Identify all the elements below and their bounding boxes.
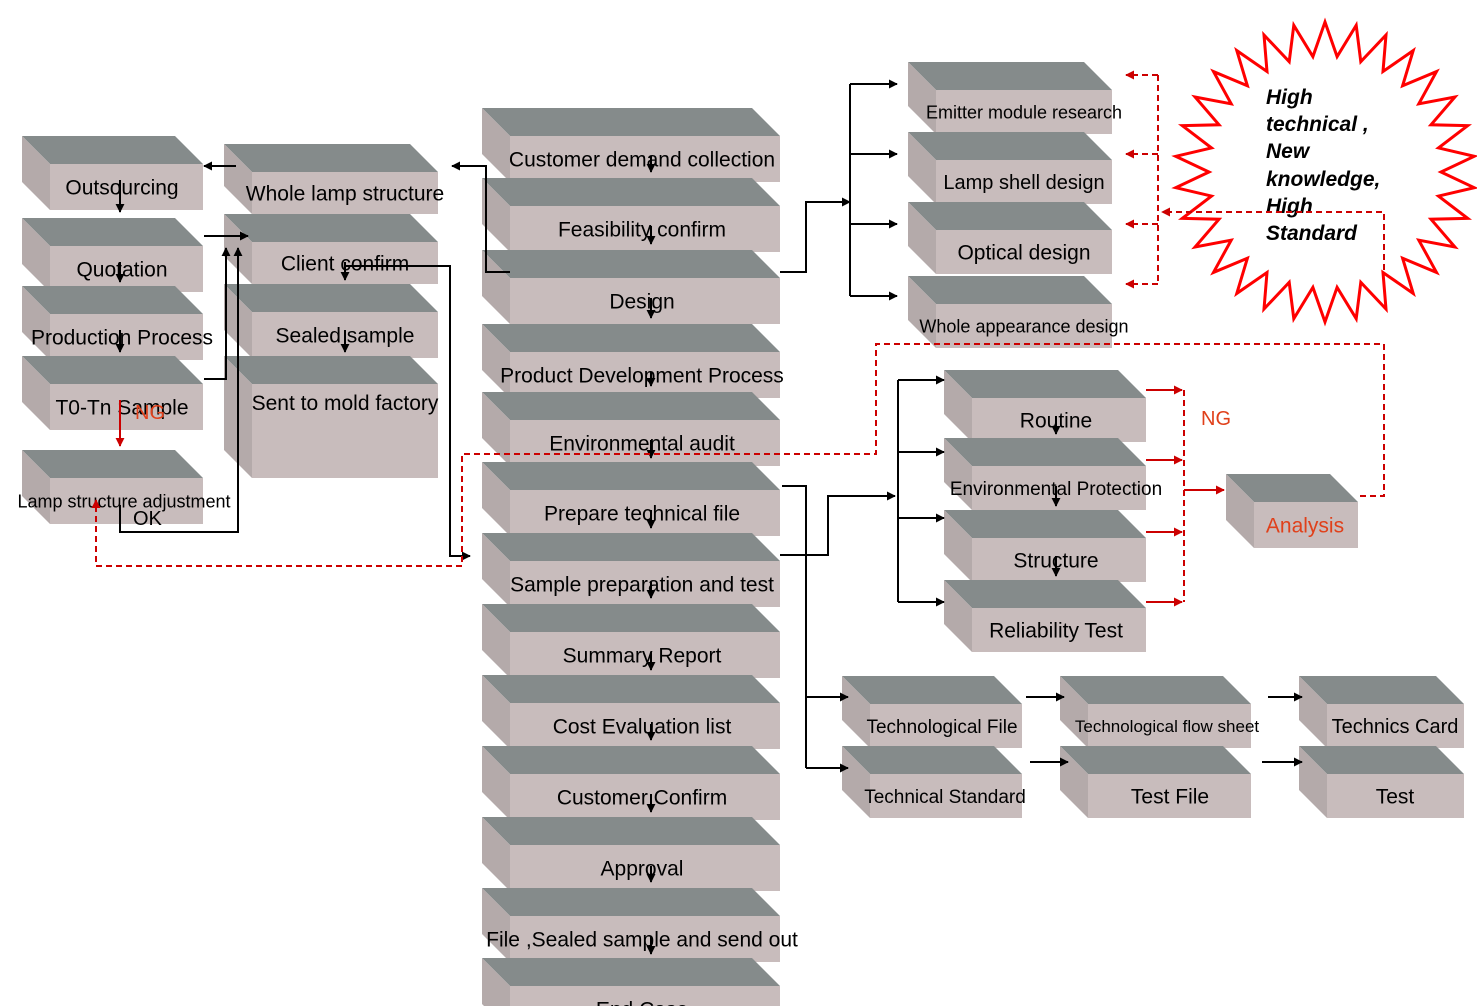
design-step-3: Optical design bbox=[908, 202, 1112, 274]
client-confirm-box: Client confirm bbox=[224, 214, 438, 284]
design-step-2-label: Lamp shell design bbox=[943, 172, 1104, 194]
test-step-3: Structure bbox=[944, 510, 1146, 582]
main-step-12-label: File ,Sealed sample and send out bbox=[486, 929, 798, 952]
technics-card-box: Technics Card bbox=[1299, 676, 1464, 748]
test-file-box-label: Test File bbox=[1131, 786, 1209, 809]
technological-flow-sheet-box-label: Technological flow sheet bbox=[1075, 717, 1260, 736]
ng-label-right: NG bbox=[1201, 408, 1231, 430]
technics-card-box-label: Technics Card bbox=[1332, 716, 1459, 738]
main-step-5: Environmental audit bbox=[482, 392, 780, 466]
main-step-11: Approval bbox=[482, 817, 780, 891]
ng-label-left: NG bbox=[135, 402, 165, 424]
technological-flow-sheet-box: Technological flow sheet bbox=[1060, 676, 1259, 748]
outsourcing-step-5-label: Lamp structure adjustment bbox=[17, 491, 230, 511]
test-step-1: Routine bbox=[944, 370, 1146, 442]
main-step-9: Cost Evaluation list bbox=[482, 675, 780, 749]
test-file-box: Test File bbox=[1060, 746, 1251, 818]
design-step-3-label: Optical design bbox=[957, 242, 1090, 265]
main-step-13: End Case bbox=[482, 958, 780, 1006]
ok-label: OK bbox=[133, 508, 163, 530]
design-step-4: Whole appearance design bbox=[908, 276, 1129, 348]
main-step-10: Customer Confirm bbox=[482, 746, 780, 820]
analysis-feedback-loop bbox=[91, 343, 1385, 567]
test-step-2: Environmental Protection bbox=[944, 438, 1162, 510]
technological-file-box-label: Technological File bbox=[866, 717, 1017, 738]
test-step-4: Reliability Test bbox=[944, 580, 1146, 652]
test-box-label: Test bbox=[1376, 786, 1415, 809]
main-step-13-label: End Case bbox=[596, 999, 688, 1006]
main-step-8: Summary Report bbox=[482, 604, 780, 678]
outsourcing-step-4-label: T0-Tn Sample bbox=[55, 397, 188, 420]
main-step-7-label: Sample preparation and test bbox=[510, 574, 774, 597]
main-step-11-label: Approval bbox=[601, 858, 684, 881]
outsourcing-step-1-label: Outsourcing bbox=[65, 177, 178, 200]
test-step-4-label: Reliability Test bbox=[989, 620, 1123, 643]
outsourcing-step-3-label: Production Process bbox=[31, 327, 213, 350]
main-step-4: Product Development Process bbox=[482, 324, 784, 398]
main-step-1: Customer demand collection bbox=[482, 108, 780, 182]
main-step-9-label: Cost Evaluation list bbox=[553, 716, 732, 739]
outsourcing-step-2-label: Quotation bbox=[76, 259, 167, 282]
sealed-sample-box: Sealed sample bbox=[224, 284, 438, 358]
test-box: Test bbox=[1299, 746, 1464, 818]
sealed-to-sample-test-arrow bbox=[345, 265, 471, 561]
main-step-2: Feasibility confirm bbox=[482, 178, 780, 252]
sample-to-test-arrow bbox=[780, 491, 896, 556]
analysis-box: Analysis bbox=[1226, 474, 1358, 548]
outsourcing-step-1: Outsourcing bbox=[22, 136, 203, 210]
main-step-3: Design bbox=[482, 250, 780, 324]
main-step-1-label: Customer demand collection bbox=[509, 149, 775, 172]
main-step-4-label: Product Development Process bbox=[500, 365, 784, 388]
starburst-callout: High technical , New knowledge, High Sta… bbox=[1171, 17, 1477, 327]
technological-file-box: Technological File bbox=[842, 676, 1022, 748]
burst-line-4: knowledge, bbox=[1266, 168, 1380, 191]
burst-line-3: New bbox=[1266, 140, 1311, 163]
whole-lamp-structure-box-label: Whole lamp structure bbox=[246, 183, 444, 206]
burst-to-optical-arrow bbox=[1161, 207, 1385, 270]
outsourcing-step-4: T0-Tn Sample bbox=[22, 356, 203, 430]
main-step-6: Prepare technical file bbox=[482, 462, 780, 536]
sent-to-mold-factory-box-label: Sent to mold factory bbox=[252, 392, 439, 415]
burst-line-6: Standard bbox=[1266, 222, 1358, 245]
main-step-8-label: Summary Report bbox=[563, 645, 722, 668]
main-step-3-label: Design bbox=[609, 291, 674, 314]
main-step-6-label: Prepare technical file bbox=[544, 503, 740, 526]
burst-line-2: technical , bbox=[1266, 113, 1369, 136]
main-step-12: File ,Sealed sample and send out bbox=[482, 888, 798, 962]
burst-line-1: High bbox=[1266, 86, 1313, 109]
tech-file-spine bbox=[782, 485, 807, 768]
design-step-1-label: Emitter module research bbox=[926, 102, 1122, 122]
main-step-10-label: Customer Confirm bbox=[557, 787, 727, 810]
outsourcing-step-3: Production Process bbox=[22, 286, 213, 360]
sample-to-client-arrow bbox=[204, 247, 231, 380]
design-to-branch-arrow bbox=[780, 197, 851, 273]
burst-line-5: High bbox=[1266, 195, 1313, 218]
outsourcing-step-2: Quotation bbox=[22, 218, 203, 292]
main-step-7: Sample preparation and test bbox=[482, 533, 780, 607]
technical-standard-box: Technical Standard bbox=[842, 746, 1026, 818]
design-step-1: Emitter module research bbox=[908, 62, 1122, 134]
outsourcing-step-5: Lamp structure adjustment bbox=[17, 450, 231, 524]
design-to-structure-arrow bbox=[451, 161, 510, 273]
sent-to-mold-factory-box: Sent to mold factory bbox=[224, 356, 439, 478]
ok-to-client-arrow bbox=[119, 247, 243, 533]
main-step-2-label: Feasibility confirm bbox=[558, 219, 726, 242]
design-step-4-label: Whole appearance design bbox=[919, 316, 1128, 336]
whole-lamp-structure-box: Whole lamp structure bbox=[224, 144, 444, 214]
design-step-2: Lamp shell design bbox=[908, 132, 1112, 204]
main-step-5-label: Environmental audit bbox=[549, 433, 735, 456]
technical-standard-box-label: Technical Standard bbox=[864, 787, 1026, 808]
analysis-box-label: Analysis bbox=[1266, 515, 1344, 538]
